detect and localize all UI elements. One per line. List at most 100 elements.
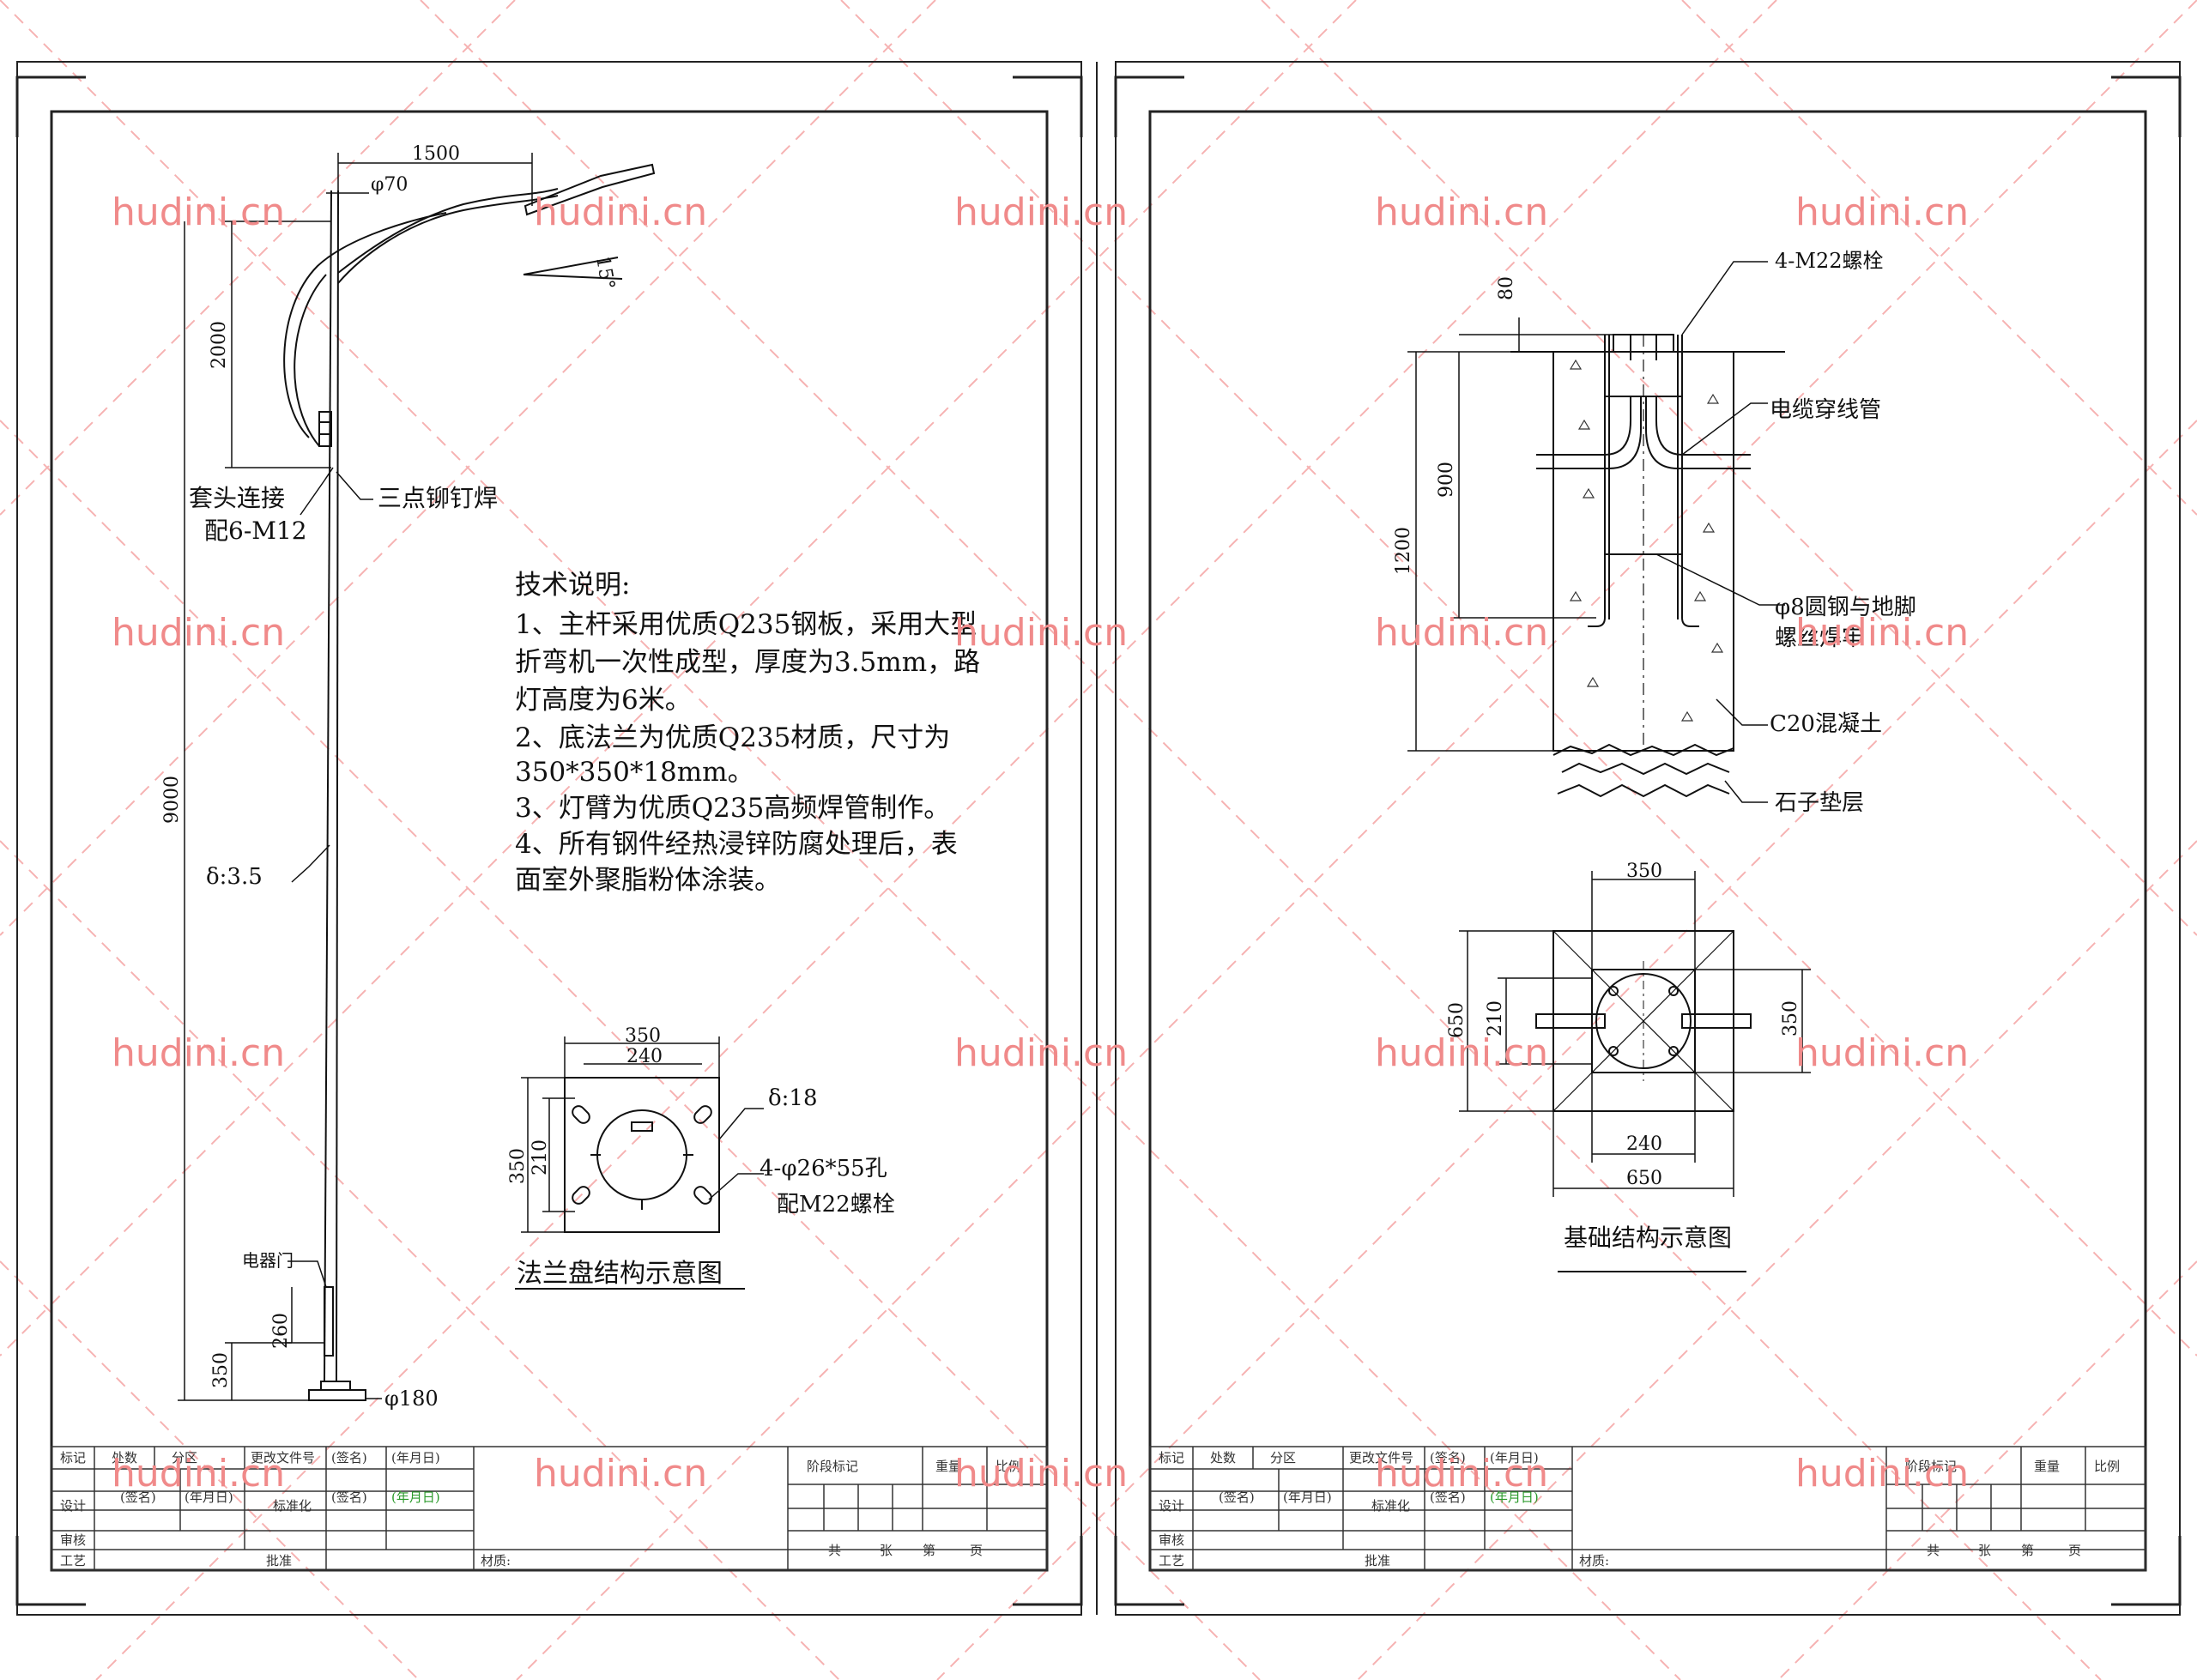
pole-drawing [283,163,656,1401]
foundation-total-depth: 1200 [1393,527,1414,575]
tb-label-change-doc: 更改文件号 [1349,1450,1413,1465]
title-block-right-text: 标记 处数 分区 更改文件号 (签名) (年月日) 设计 (签名) (年月日) … [1159,1450,2120,1568]
tech-note-line: 折弯机一次性成型，厚度为3.5mm，路 [515,647,980,678]
tb-label-process: 工艺 [60,1553,86,1568]
watermark-text: hudini.cn [534,190,707,234]
foundation-plan-dimensions [1459,871,1811,1272]
tb-label-count: 处数 [112,1450,137,1465]
flange-bolt-spacing: 240 [626,1046,663,1067]
tech-note-line: 灯高度为6米。 [515,685,692,716]
plan-bolt-spacing: 240 [1626,1133,1662,1155]
joint-left-label-1: 套头连接 [189,484,285,512]
flange-outer-width: 350 [625,1025,661,1047]
tb-label-review: 审核 [1159,1532,1184,1548]
tb-label-date-3: (年月日) [391,1490,440,1505]
tb-label-scale: 比例 [2094,1459,2120,1474]
watermark-text: hudini.cn [534,1452,707,1496]
foundation-section [1510,334,1785,798]
tb-label-scale: 比例 [996,1459,1021,1474]
watermark-text: hudini.cn [1375,1452,1548,1496]
flange-outer-height: 350 [507,1148,529,1184]
plan-inner-height: 210 [1485,1000,1506,1036]
tb-label-sign-3: (签名) [1430,1490,1466,1505]
foundation-plan [1535,930,1752,1112]
flange-drawing [564,1077,720,1233]
plan-caption: 基础结构示意图 [1564,1224,1732,1252]
base-diameter-dim: φ180 [384,1387,439,1411]
watermark-text: hudini.cn [1795,1452,1969,1496]
tb-label-date-2: (年月日) [185,1490,233,1505]
tb-footer-no: 第 [2021,1543,2034,1558]
plan-base-width: 650 [1626,1168,1662,1189]
flange-dimensions [515,1036,764,1290]
foundation-rebar-1: φ8圆钢与地脚 [1775,595,1916,620]
tb-label-standard: 标准化 [273,1498,312,1514]
watermark-text: hudini.cn [954,1031,1128,1075]
watermark-text: hudini.cn [1375,611,1548,655]
plan-top-width: 350 [1626,861,1662,882]
foundation-dimensions [1407,261,1785,803]
tb-footer-total: 共 [828,1543,841,1558]
tech-note-line: 4、所有钢件经热浸锌防腐处理后，表 [515,829,958,860]
foundation-top-depth: 80 [1496,276,1517,300]
tb-label-standard: 标准化 [1371,1498,1410,1514]
tb-label-weight: 重量 [935,1459,961,1474]
tb-label-review: 审核 [60,1532,86,1548]
pole-dimension-lines [178,153,533,1401]
foundation-cable-tube: 电缆穿线管 [1770,397,1881,423]
watermark-text: hudini.cn [954,611,1128,655]
arm-length-dim: 1500 [412,143,460,165]
joint-right-label: 三点铆钉焊 [378,484,498,512]
flange-inner-height: 210 [530,1139,551,1175]
watermark-text: hudini.cn [112,611,285,655]
tb-label-process: 工艺 [1159,1553,1184,1568]
concrete-hatching [1569,359,1724,722]
total-height-dim: 9000 [161,776,183,824]
tb-label-date: (年月日) [391,1450,440,1465]
plan-right-height: 350 [1780,1000,1801,1036]
tech-note-line: 3、灯臂为优质Q235高频焊管制作。 [515,793,950,824]
tb-label-date-3: (年月日) [1490,1490,1539,1505]
foundation-rebar-2: 螺丝焊牢 [1775,625,1864,651]
tb-label-design: 设计 [60,1498,86,1514]
tb-label-mark: 标记 [60,1450,86,1465]
tb-label-sign-2: (签名) [1219,1490,1255,1505]
watermark-text: hudini.cn [954,1452,1128,1496]
tb-label-material: 材质: [1579,1553,1609,1568]
base-height-dim: 350 [210,1352,232,1388]
watermark-text: hudini.cn [1795,1031,1969,1075]
tb-footer-total: 共 [1927,1543,1940,1558]
title-block-left-text: 标记 处数 分区 更改文件号 (签名) (年月日) 设计 (签名) (年月日) … [60,1450,1021,1568]
watermark-text: hudini.cn [954,190,1128,234]
foundation-bolts: 4-M22螺栓 [1775,249,1884,273]
watermark-text: hudini.cn [1795,190,1969,234]
tech-notes-title: 技术说明: [515,570,630,601]
tb-footer-page: 页 [2068,1543,2081,1558]
wall-thickness-label: δ:3.5 [206,864,263,890]
watermark-text: hudini.cn [1375,190,1548,234]
tb-label-sign-3: (签名) [331,1490,367,1505]
watermark-text: hudini.cn [112,1452,285,1496]
title-block-left-grid [51,1446,1048,1571]
watermark-text: hudini.cn [1795,611,1969,655]
tb-footer-sheets: 张 [880,1543,893,1558]
plan-side-height: 650 [1446,1002,1468,1038]
foundation-concrete: C20混凝土 [1770,711,1882,737]
tb-label-sign-2: (签名) [120,1490,156,1505]
flange-holes-2: 配M22螺栓 [777,1192,895,1218]
tb-label-approve: 批准 [1365,1553,1390,1568]
tb-label-count: 处数 [1210,1450,1236,1465]
tech-note-line: 面室外聚脂粉体涂装。 [515,865,781,896]
door-height-dim: 260 [270,1313,292,1349]
tech-notes: 技术说明: 1、主杆采用优质Q235钢板，采用大型 折弯机一次性成型，厚度为3.… [515,570,980,896]
tb-label-stage: 阶段标记 [807,1459,858,1474]
tb-label-date-2: (年月日) [1283,1490,1332,1505]
tb-footer-no: 第 [923,1543,935,1558]
tb-label-design: 设计 [1159,1498,1184,1514]
flange-holes-1: 4-φ26*55孔 [760,1156,887,1181]
title-block-right-grid [1149,1446,2146,1571]
watermark-texts: hudini.cn hudini.cn hudini.cn hudini.cn … [112,190,1969,1496]
tb-label-zone: 分区 [1270,1450,1296,1465]
tb-label-mark: 标记 [1159,1450,1184,1465]
